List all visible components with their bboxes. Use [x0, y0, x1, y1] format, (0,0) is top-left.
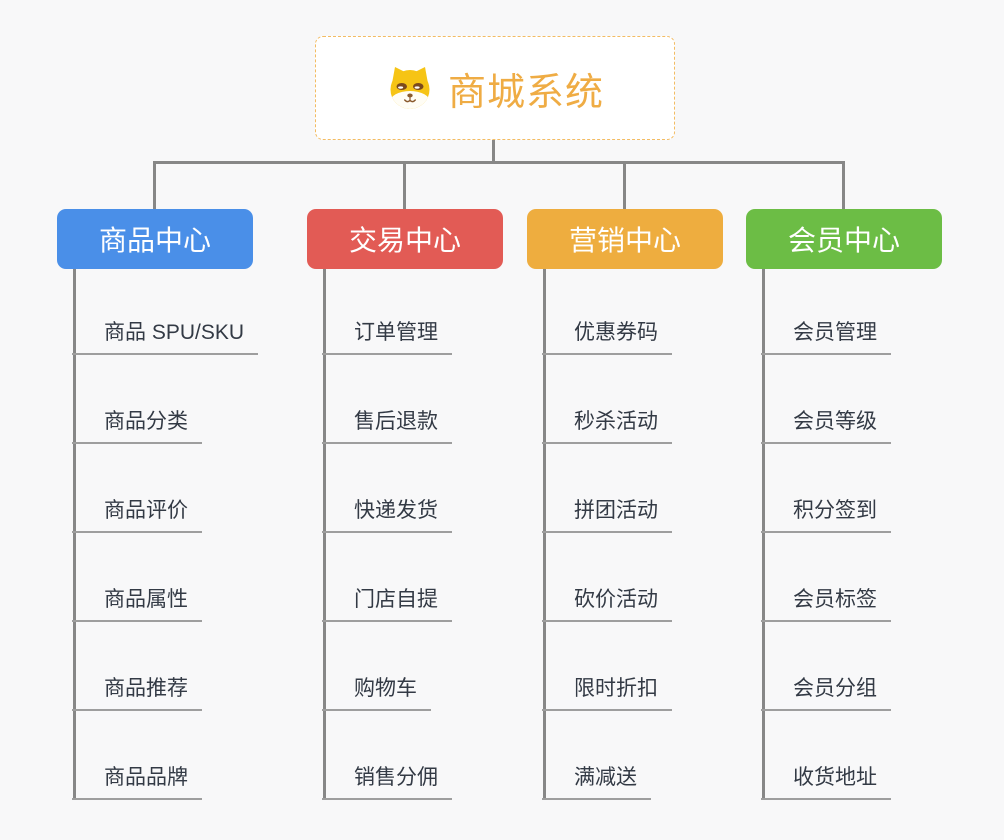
branch-item[interactable]: 会员等级	[761, 407, 891, 444]
shiba-dog-face-icon	[386, 64, 434, 112]
branch-item[interactable]: 会员分组	[761, 674, 891, 711]
root-title: 商城系统	[447, 71, 604, 114]
branch-item[interactable]: 积分签到	[761, 496, 891, 533]
branch-item[interactable]: 限时折扣	[542, 674, 672, 711]
branch-item[interactable]: 拼团活动	[542, 496, 672, 533]
branch-marketing-center: 营销中心 优惠券码 秒杀活动 拼团活动 砍价活动 限时折扣 满减送	[527, 209, 787, 809]
branch-spine-connector	[73, 269, 76, 800]
branch-header-marketing[interactable]: 营销中心	[527, 209, 723, 269]
branch-item[interactable]: 快递发货	[322, 496, 452, 533]
branch-product-center: 商品中心 商品 SPU/SKU 商品分类 商品评价 商品属性 商品推荐 商品品牌	[57, 209, 317, 809]
branch-trade-center: 交易中心 订单管理 售后退款 快递发货 门店自提 购物车 销售分佣	[307, 209, 567, 809]
root-node[interactable]: 商城系统	[315, 36, 675, 140]
branch-item[interactable]: 商品推荐	[72, 674, 202, 711]
connector-drop-product	[153, 161, 156, 209]
connector-drop-marketing	[623, 161, 626, 209]
branch-item[interactable]: 会员标签	[761, 585, 891, 622]
branch-item[interactable]: 满减送	[542, 763, 651, 800]
branch-item[interactable]: 商品品牌	[72, 763, 202, 800]
branch-header-trade[interactable]: 交易中心	[307, 209, 503, 269]
branch-item[interactable]: 收货地址	[761, 763, 891, 800]
branch-member-center: 会员中心 会员管理 会员等级 积分签到 会员标签 会员分组 收货地址	[746, 209, 1004, 809]
branch-item[interactable]: 秒杀活动	[542, 407, 672, 444]
connector-bus	[153, 161, 845, 164]
connector-drop-trade	[403, 161, 406, 209]
branch-item[interactable]: 门店自提	[322, 585, 452, 622]
branch-item[interactable]: 商品属性	[72, 585, 202, 622]
branch-spine-connector	[323, 269, 326, 800]
connector-drop-member	[842, 161, 845, 209]
branch-item[interactable]: 购物车	[322, 674, 431, 711]
branch-item[interactable]: 商品评价	[72, 496, 202, 533]
branch-spine-connector	[543, 269, 546, 800]
branch-item[interactable]: 砍价活动	[542, 585, 672, 622]
branch-spine-connector	[762, 269, 765, 800]
branch-item[interactable]: 商品 SPU/SKU	[72, 318, 259, 355]
branch-header-product[interactable]: 商品中心	[57, 209, 253, 269]
branch-item[interactable]: 会员管理	[761, 318, 891, 355]
branch-item[interactable]: 销售分佣	[322, 763, 452, 800]
branch-item[interactable]: 优惠券码	[542, 318, 672, 355]
branch-item[interactable]: 订单管理	[322, 318, 452, 355]
branch-item[interactable]: 售后退款	[322, 407, 452, 444]
branch-item[interactable]: 商品分类	[72, 407, 202, 444]
connector-root-stem	[492, 140, 495, 164]
branch-header-member[interactable]: 会员中心	[746, 209, 942, 269]
